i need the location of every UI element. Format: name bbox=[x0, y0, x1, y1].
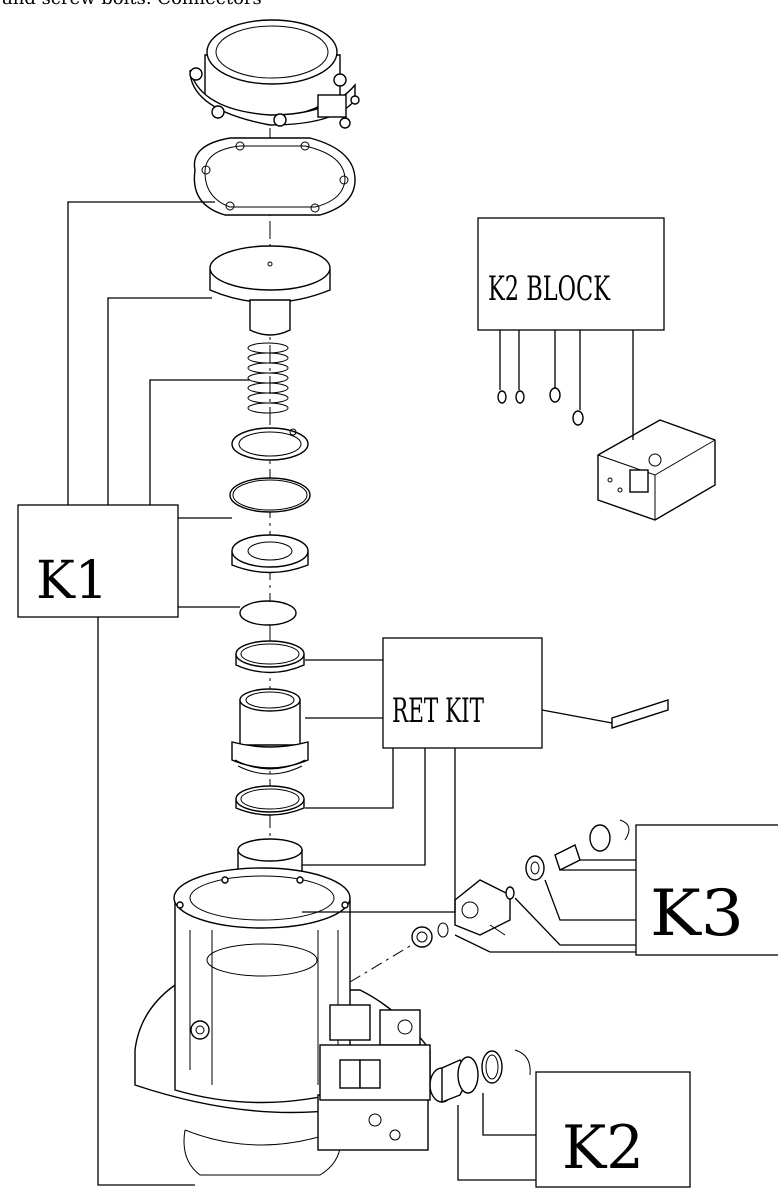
spring-part bbox=[247, 342, 289, 414]
k2-block-parts bbox=[497, 387, 716, 521]
label-strip-part bbox=[611, 699, 669, 729]
kit-box-ret-kit: RET KIT bbox=[382, 637, 543, 749]
kit-label-k3: K3 bbox=[650, 877, 744, 951]
kit-label-k1: K1 bbox=[36, 551, 108, 611]
k2-valve-stack-part bbox=[429, 1049, 531, 1104]
o-ring-large-part bbox=[229, 477, 311, 513]
kit-box-k2-block: K2 BLOCK bbox=[477, 217, 665, 331]
header-caption: and screw bolts. Connectors bbox=[2, 0, 262, 9]
kit-label-ret-kit: RET KIT bbox=[392, 691, 484, 731]
kit-box-k2: K2 bbox=[535, 1071, 691, 1188]
piston-part bbox=[209, 245, 331, 336]
gasket-part bbox=[193, 137, 356, 216]
o-ring-small-part bbox=[239, 600, 297, 626]
leader-lines bbox=[67, 201, 636, 1186]
sleeve-part bbox=[231, 688, 309, 775]
kit-box-k3: K3 bbox=[635, 824, 778, 956]
k3-valve-assembly-part bbox=[411, 819, 630, 948]
flange-bushing-part bbox=[231, 534, 309, 574]
circlip-part bbox=[231, 427, 309, 461]
retainer-ring-part bbox=[235, 640, 305, 674]
wear-ring-part bbox=[235, 785, 305, 816]
kit-label-k2-block: K2 BLOCK bbox=[488, 269, 610, 309]
kit-box-k1: K1 bbox=[17, 504, 179, 618]
kit-label-k2: K2 bbox=[562, 1113, 644, 1183]
solenoid-valve-part bbox=[317, 1004, 431, 1151]
actuator-cover-part bbox=[189, 19, 360, 129]
